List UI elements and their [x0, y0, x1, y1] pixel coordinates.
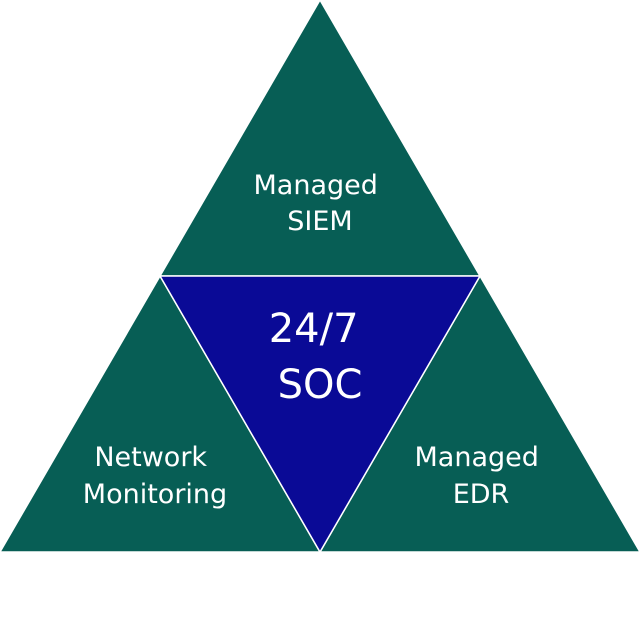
segment-center-line1: 24/7 [269, 306, 359, 352]
segment-center-triangle [159, 275, 481, 553]
segment-left-line1: Network [94, 442, 207, 473]
segment-right-line1: Managed [415, 442, 539, 473]
segment-top-line2: SIEM [287, 206, 352, 237]
segment-left-label: Network Monitoring [83, 442, 227, 510]
segment-right-label: Managed EDR [415, 442, 548, 510]
segment-top-line1: Managed [254, 170, 378, 201]
segment-center-line2: SOC [278, 362, 363, 408]
segment-center-label: 24/7 SOC [269, 306, 372, 408]
segment-right-line2: EDR [453, 479, 510, 510]
segment-left-line2: Monitoring [83, 479, 227, 510]
segment-top-label: Managed SIEM [254, 170, 387, 237]
